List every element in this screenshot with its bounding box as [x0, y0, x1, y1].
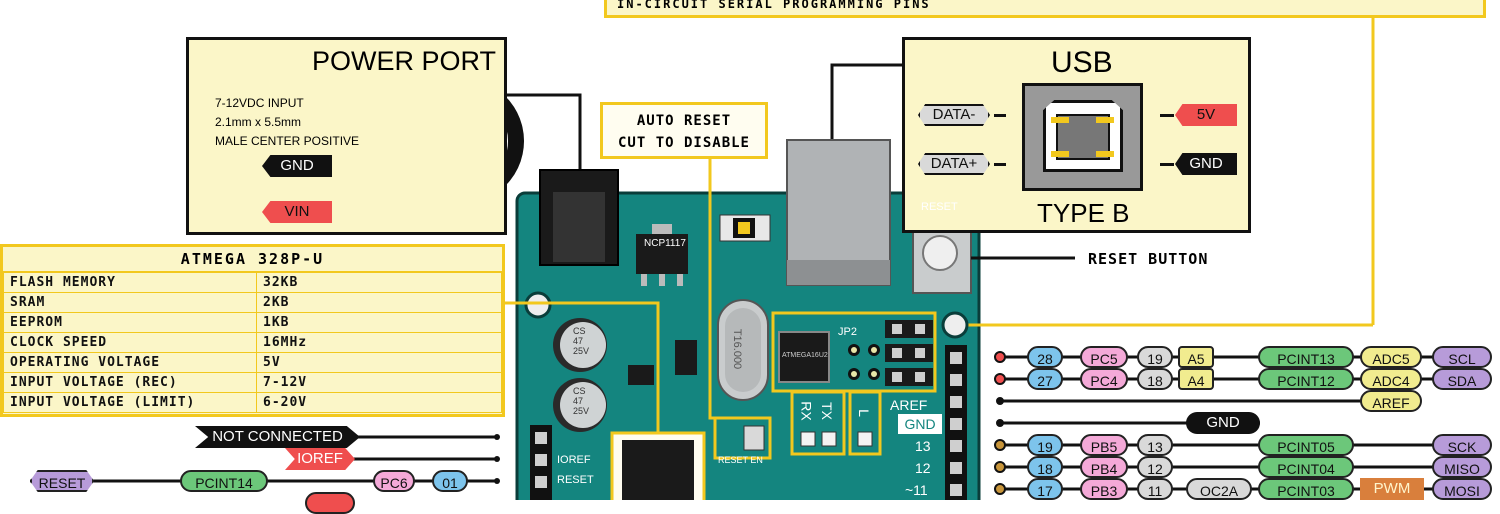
label-reset-pin: RESET [557, 474, 594, 486]
power-port-spec-2: 2.1mm x 5.5mm [215, 115, 302, 129]
auto-reset-line-2: CUT TO DISABLE [617, 135, 750, 151]
label-l: L [855, 409, 872, 417]
power-vin-tag: VIN [262, 201, 332, 223]
power-port-title: POWER PORT [312, 46, 497, 76]
usb-data-plus-tag: DATA+ [918, 153, 990, 175]
pin-scl: SCL [1432, 346, 1492, 368]
table-row: INPUT VOLTAGE (REC)7-12V [3, 372, 502, 393]
pin-sck: SCK [1432, 434, 1492, 456]
pin-sda: SDA [1432, 368, 1492, 390]
pin-19: 19 [1027, 434, 1063, 456]
pin-pcint12: PCINT12 [1258, 368, 1354, 390]
icsp-banner: IN-CIRCUIT SERIAL PROGRAMMING PINS [604, 0, 1486, 18]
pin-pb4: PB4 [1080, 456, 1128, 478]
table-row: INPUT VOLTAGE (LIMIT)6-20V [3, 392, 502, 413]
pin-adc5: ADC5 [1360, 346, 1422, 368]
pin-a5: A5 [1178, 346, 1214, 368]
label-gnd: GND [898, 414, 942, 434]
pin-pb3: PB3 [1080, 478, 1128, 500]
usb-gnd-tag: GND [1175, 153, 1237, 175]
usb-title: USB [1051, 46, 1113, 79]
pin-17: 17 [1027, 478, 1063, 500]
auto-reset-box: AUTO RESET CUT TO DISABLE [600, 102, 768, 159]
capacitor-bottom [553, 378, 607, 432]
label-rx: RX [798, 401, 815, 421]
pin-pcint04: PCINT04 [1258, 456, 1354, 478]
pin-pc6: PC6 [373, 470, 415, 492]
usb-panel: USB TYPE B [902, 37, 1251, 233]
label-cap-bottom: CS 47 25V [573, 386, 590, 416]
label-d12: 12 [915, 460, 931, 476]
label-cap-top: CS 47 25V [573, 326, 590, 356]
label-ncp: NCP1117 [644, 238, 686, 249]
power-port-spec-3: MALE CENTER POSITIVE [215, 134, 360, 148]
pin-d11: 11 [1137, 478, 1173, 500]
voltage-regulator [636, 234, 688, 274]
reset-button-label: RESET BUTTON [1088, 250, 1209, 268]
pin-18: 18 [1027, 456, 1063, 478]
usb-5v-tag: 5V [1175, 104, 1237, 126]
pin-01: 01 [432, 470, 468, 492]
atmega-title: ATMEGA 328P-U [3, 247, 502, 272]
pin-ioref: IOREF [285, 448, 355, 470]
label-reset-en: RESET EN [718, 455, 763, 465]
pin-3v3-partial [305, 492, 355, 514]
label-tx: TX [818, 402, 835, 420]
pin-d12: 12 [1137, 456, 1173, 478]
icsp-banner-text: IN-CIRCUIT SERIAL PROGRAMMING PINS [617, 0, 931, 11]
usb-data-minus-tag: DATA- [918, 104, 990, 126]
pin-pcint14: PCINT14 [180, 470, 268, 492]
label-chip: ATMEGA16U2 [782, 352, 828, 359]
pin-pc4: PC4 [1080, 368, 1128, 390]
label-d13: 13 [915, 438, 931, 454]
pin-pcint13: PCINT13 [1258, 346, 1354, 368]
pin-a4: A4 [1178, 368, 1214, 390]
pin-aref: AREF [1360, 390, 1422, 412]
usb-subtitle: TYPE B [1037, 198, 1130, 228]
pin-d19: 19 [1137, 346, 1173, 368]
pin-d18: 18 [1137, 368, 1173, 390]
label-crystal: T16.000 [731, 328, 744, 370]
pin-pc5: PC5 [1080, 346, 1128, 368]
pin-reset: RESET [30, 470, 94, 492]
label-jp2: JP2 [838, 326, 857, 338]
label-aref: AREF [890, 397, 928, 413]
pin-not-connected: NOT CONNECTED [195, 426, 360, 448]
pin-pb5: PB5 [1080, 434, 1128, 456]
auto-reset-line-1: AUTO RESET [636, 113, 732, 129]
pin-mosi: MOSI [1432, 478, 1492, 500]
label-board-reset: RESET [921, 201, 958, 213]
pin-oc2a: OC2A [1186, 478, 1252, 500]
label-d11: ~11 [905, 482, 928, 498]
pin-pcint05: PCINT05 [1258, 434, 1354, 456]
pin-d13: 13 [1137, 434, 1173, 456]
label-ioref: IOREF [557, 454, 591, 466]
usb-chip [778, 331, 830, 383]
pin-pcint03: PCINT03 [1258, 478, 1354, 500]
pin-gnd-right: GND [1186, 412, 1260, 434]
power-port-spec-1: 7-12VDC INPUT [215, 96, 304, 110]
pin-27: 27 [1027, 368, 1063, 390]
usb-port-icon [1022, 83, 1143, 191]
pin-pwm: PWM [1360, 478, 1424, 500]
pin-adc4: ADC4 [1360, 368, 1422, 390]
power-gnd-tag: GND [262, 155, 332, 177]
pin-28: 28 [1027, 346, 1063, 368]
capacitor-top [553, 318, 607, 372]
power-port-panel: POWER PORT 7-12VDC INPUT 2.1mm x 5.5mm M… [186, 37, 507, 235]
pin-miso: MISO [1432, 456, 1492, 478]
